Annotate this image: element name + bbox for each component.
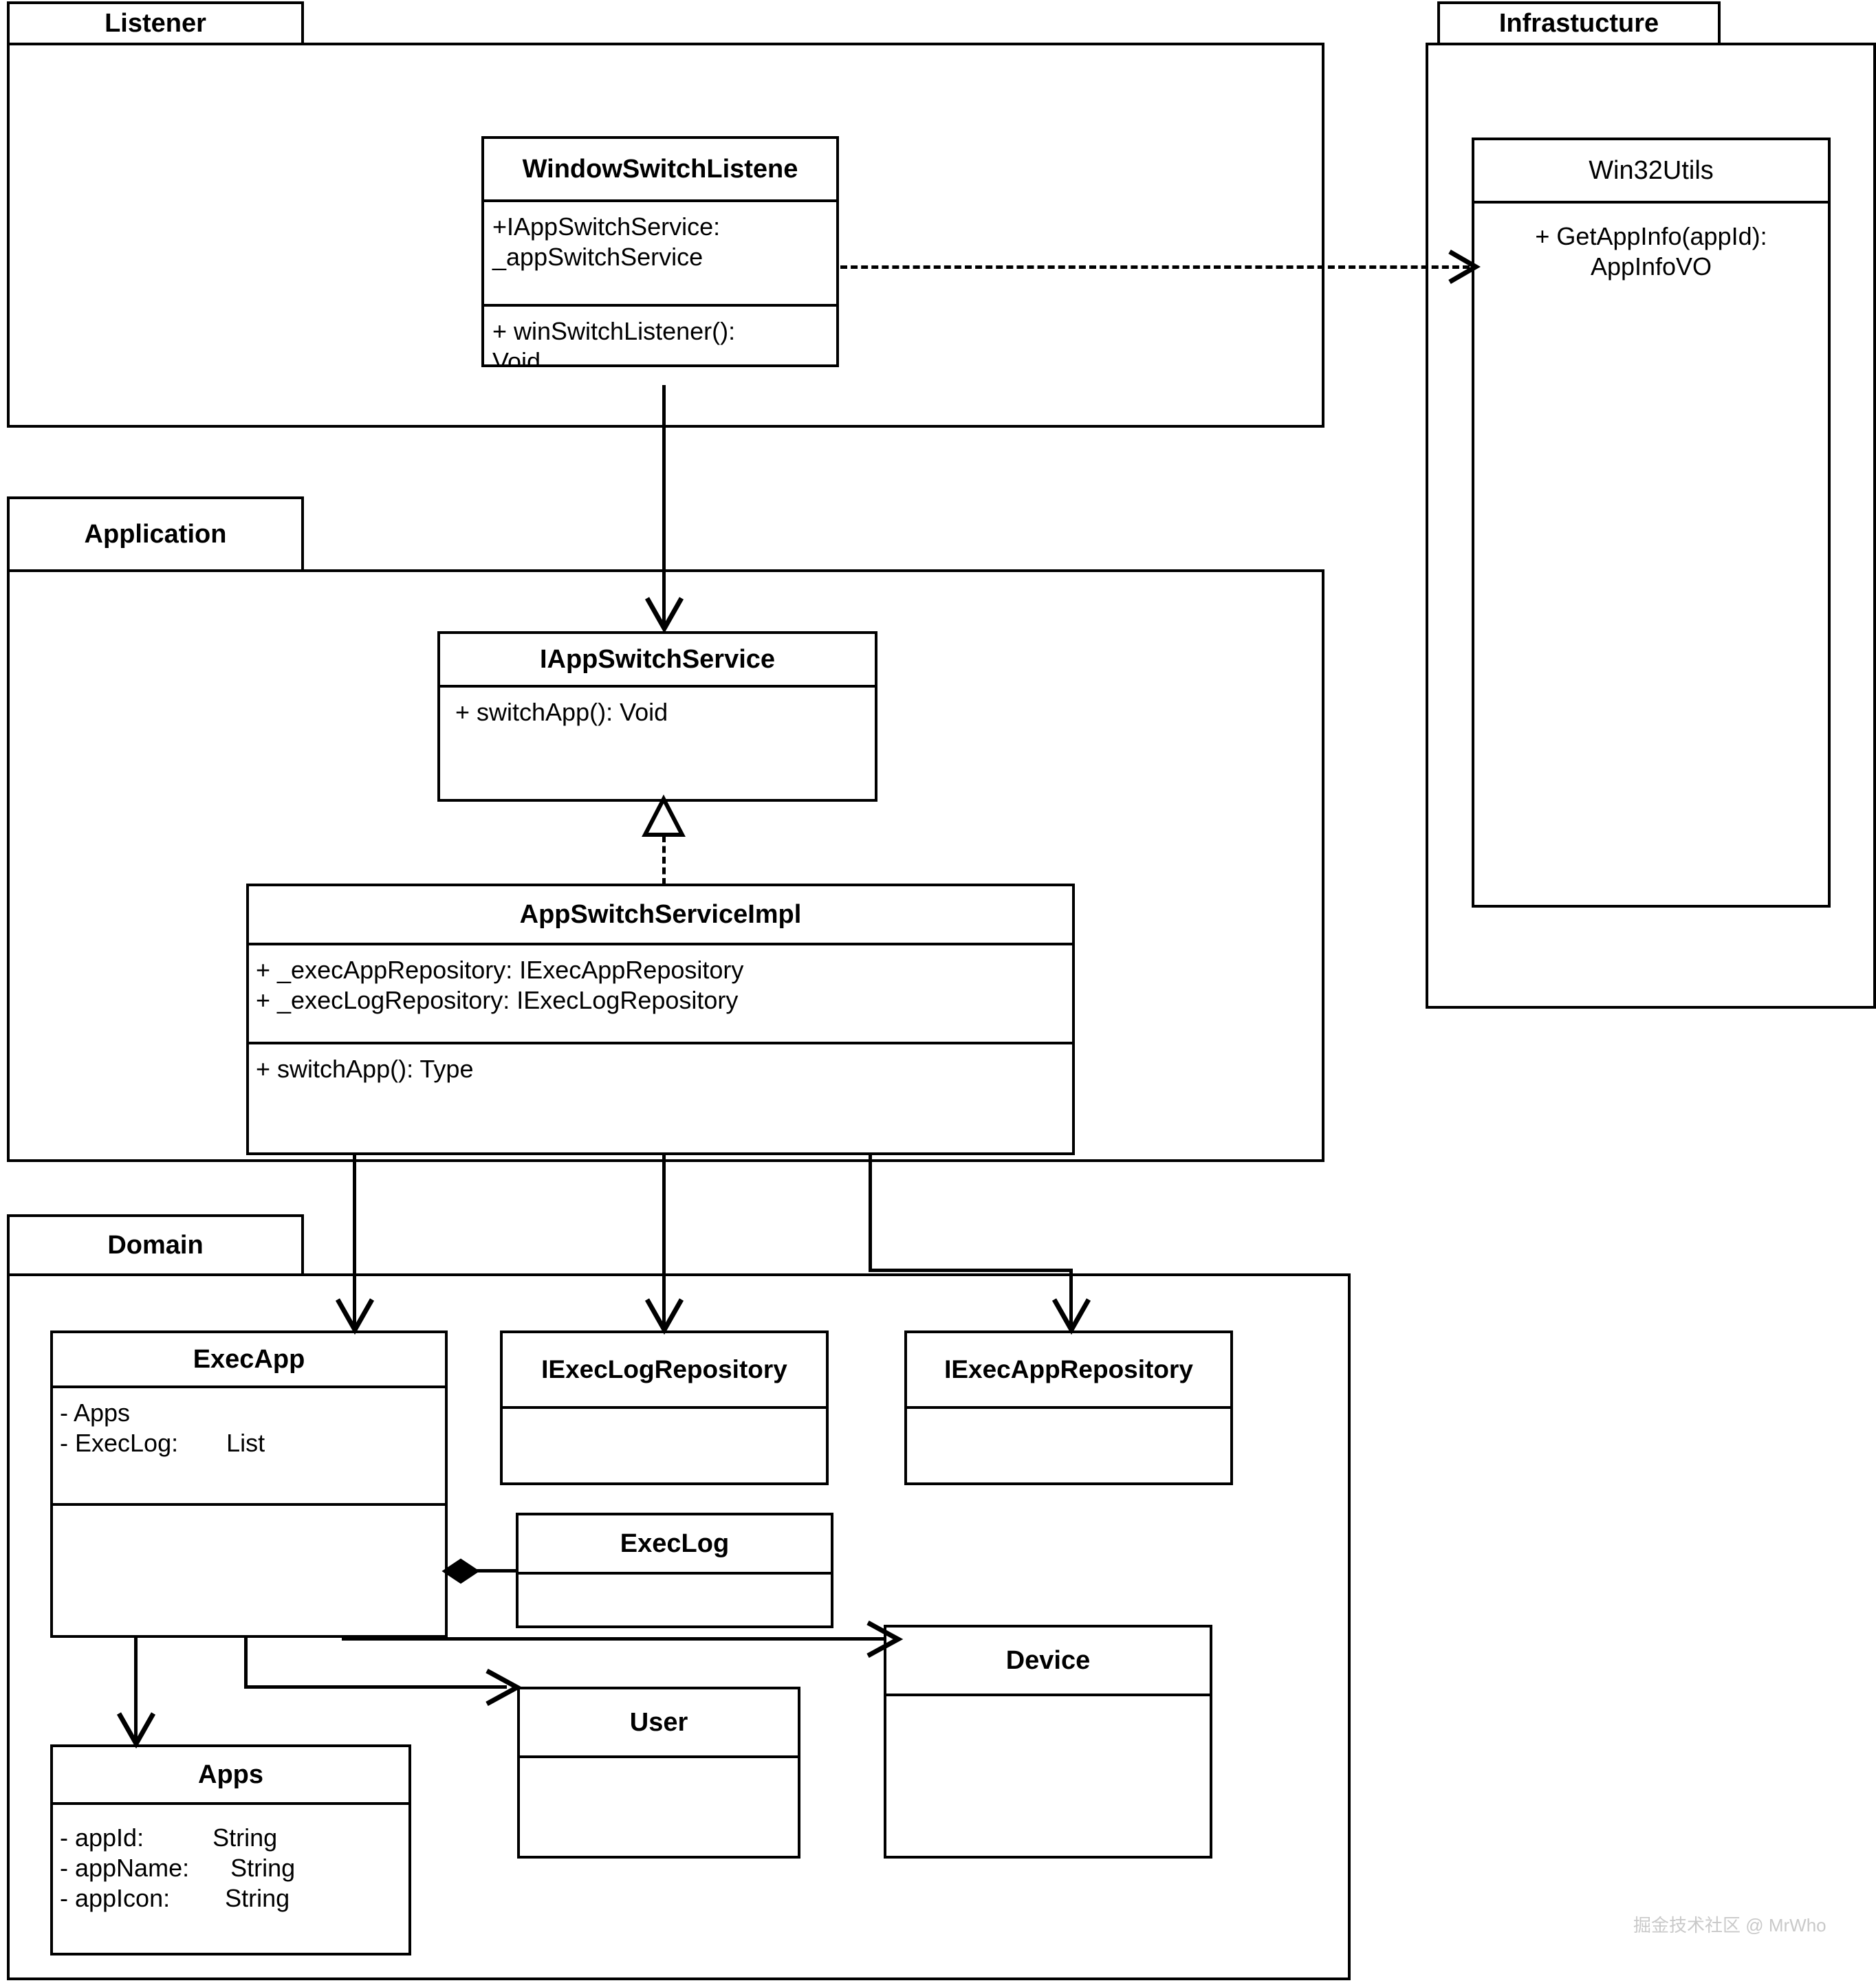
class-name-app-switch-service-impl: AppSwitchServiceImpl: [249, 886, 1072, 945]
operation-row: + switchApp(): Type: [256, 1055, 474, 1083]
class-window-switch-listener[interactable]: WindowSwitchListene +IAppSwitchService: …: [481, 136, 839, 367]
connector-impl-to-iexecapprepository-seg3: [1069, 1269, 1073, 1330]
arrowhead-apps: [116, 1712, 156, 1749]
operation-row: + switchApp(): Void: [455, 698, 668, 726]
attribute-row: + _execAppRepository: IExecAppRepository: [256, 956, 744, 984]
attribute-row: - appName: String: [60, 1853, 296, 1882]
package-listener-body: [7, 43, 1324, 428]
arrowhead-execapp: [335, 1298, 375, 1335]
arrowhead-device: [866, 1620, 904, 1658]
connector-impl-to-interface: [662, 835, 666, 885]
connector-execapp-to-apps: [134, 1638, 138, 1746]
connector-impl-to-iexecapprepository-seg2: [869, 1269, 1072, 1272]
connector-execapp-to-device-seg2: [342, 1637, 888, 1641]
package-domain-body: [7, 1273, 1351, 1980]
class-name-iexec-log-repository: IExecLogRepository: [503, 1333, 826, 1409]
attribute-row: +IAppSwitchService:: [492, 212, 721, 241]
operation-row: AppInfoVO: [1590, 252, 1712, 281]
attributes-exec-app: - Apps - ExecLog: List: [53, 1388, 445, 1503]
operation-row: Void: [492, 347, 541, 367]
connector-impl-to-iexeclogrepository: [662, 1155, 666, 1330]
members-iexec-app-repository: [907, 1409, 1230, 1482]
class-name-window-switch-listener: WindowSwitchListene: [484, 139, 836, 202]
class-exec-log[interactable]: ExecLog: [516, 1513, 833, 1628]
attribute-row: - appIcon: String: [60, 1883, 290, 1912]
arrowhead-iexecapprepository: [1051, 1298, 1091, 1335]
class-user[interactable]: User: [517, 1687, 800, 1859]
package-infrastructure-label: Infrastucture: [1498, 8, 1659, 38]
class-name-iapp-switch-service: IAppSwitchService: [440, 634, 875, 688]
attribute-row: _appSwitchService: [492, 242, 704, 271]
class-name-exec-log: ExecLog: [519, 1515, 831, 1575]
attribute-row: - ExecLog: List: [60, 1428, 265, 1457]
class-exec-app[interactable]: ExecApp - Apps - ExecLog: List: [50, 1330, 448, 1638]
package-application-tab[interactable]: Application: [7, 496, 304, 572]
arrowhead-iappswitchservice: [644, 597, 684, 634]
package-infrastructure-tab[interactable]: Infrastucture: [1437, 1, 1721, 45]
connector-execapp-to-user-seg2: [244, 1685, 507, 1689]
connector-listener-to-win32utils: [840, 265, 1470, 269]
class-iapp-switch-service[interactable]: IAppSwitchService + switchApp(): Void: [437, 631, 877, 802]
connector-listener-to-iappswitchservice: [662, 385, 666, 629]
package-domain-label: Domain: [107, 1230, 204, 1260]
package-application-label: Application: [84, 519, 227, 549]
members-device: [886, 1696, 1210, 1856]
class-apps[interactable]: Apps - appId: String - appName: String -…: [50, 1744, 411, 1955]
package-listener-tab[interactable]: Listener: [7, 1, 304, 45]
class-app-switch-service-impl[interactable]: AppSwitchServiceImpl + _execAppRepositor…: [246, 884, 1075, 1155]
class-name-apps: Apps: [53, 1747, 408, 1805]
package-domain-tab[interactable]: Domain: [7, 1214, 304, 1276]
members-exec-log: [519, 1575, 831, 1625]
attributes-apps: - appId: String - appName: String - appI…: [53, 1805, 408, 1953]
arrowhead-win32utils: [1448, 249, 1481, 285]
filled-diamond-composition: [441, 1558, 480, 1584]
hollow-triangle-realization: [642, 794, 686, 837]
arrowhead-user: [486, 1668, 523, 1707]
class-iexec-log-repository[interactable]: IExecLogRepository: [500, 1330, 829, 1485]
operations-win32-utils: + GetAppInfo(appId): AppInfoVO: [1474, 204, 1828, 905]
operations-window-switch-listener: + winSwitchListener(): Void: [484, 304, 836, 367]
members-iexec-log-repository: [503, 1409, 826, 1482]
connector-execapp-to-execlog: [446, 1569, 517, 1573]
class-name-exec-app: ExecApp: [53, 1333, 445, 1388]
operation-row: + GetAppInfo(appId):: [1535, 222, 1767, 250]
connector-impl-to-execapp: [353, 1155, 356, 1330]
class-win32-utils[interactable]: Win32Utils + GetAppInfo(appId): AppInfoV…: [1472, 138, 1831, 908]
attributes-app-switch-service-impl: + _execAppRepository: IExecAppRepository…: [249, 945, 1072, 1042]
attribute-row: + _execLogRepository: IExecLogRepository: [256, 985, 739, 1014]
operations-app-switch-service-impl: + switchApp(): Type: [249, 1042, 1072, 1152]
attributes-window-switch-listener: +IAppSwitchService: _appSwitchService: [484, 202, 836, 304]
package-listener-label: Listener: [105, 8, 206, 38]
class-iexec-app-repository[interactable]: IExecAppRepository: [904, 1330, 1233, 1485]
connector-execapp-to-user-seg1: [244, 1638, 248, 1687]
members-user: [520, 1758, 798, 1856]
operation-row: + winSwitchListener():: [492, 317, 736, 345]
operations-exec-app: [53, 1503, 445, 1635]
class-name-device: Device: [886, 1628, 1210, 1696]
operations-iapp-switch-service: + switchApp(): Void: [440, 688, 875, 799]
class-name-iexec-app-repository: IExecAppRepository: [907, 1333, 1230, 1409]
package-application-body: [7, 569, 1324, 1162]
class-name-win32-utils: Win32Utils: [1474, 140, 1828, 204]
arrowhead-iexeclogrepository: [644, 1298, 684, 1335]
class-device[interactable]: Device: [884, 1625, 1212, 1859]
connector-impl-to-iexecapprepository-seg1: [869, 1155, 872, 1271]
attribute-row: - appId: String: [60, 1823, 278, 1852]
attribute-row: - Apps: [60, 1399, 131, 1427]
watermark-text: 掘金技术社区 @ MrWho: [1633, 1915, 1826, 1936]
class-name-user: User: [520, 1689, 798, 1758]
